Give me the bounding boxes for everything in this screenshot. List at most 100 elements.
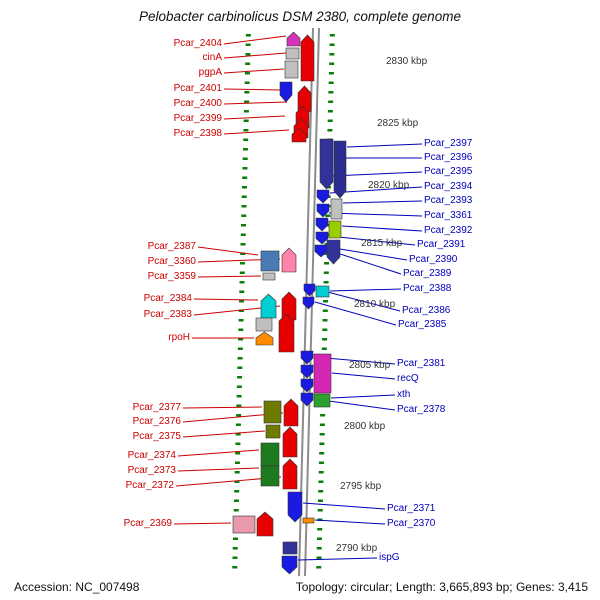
gene-label-pcar_2374[interactable]: Pcar_2374 bbox=[127, 450, 176, 461]
gene-label-pcar_2396[interactable]: Pcar_2396 bbox=[424, 152, 473, 163]
gene-glyph-pcar-2390[interactable] bbox=[326, 239, 341, 265]
gene-label-pcar_2388[interactable]: Pcar_2388 bbox=[403, 283, 452, 294]
minor-tick bbox=[234, 461, 240, 464]
gene-glyph-pcar-2385[interactable] bbox=[302, 296, 315, 310]
gene-glyph-pcar-2397[interactable] bbox=[319, 138, 334, 190]
gene-label-cina[interactable]: cinA bbox=[202, 52, 222, 63]
gene-glyph-pcar-2378[interactable] bbox=[300, 392, 314, 407]
gene-label-pcar_2399[interactable]: Pcar_2399 bbox=[173, 113, 222, 124]
gene-label-pcar_2389[interactable]: Pcar_2389 bbox=[403, 268, 452, 279]
gene-label-pcar_2381[interactable]: Pcar_2381 bbox=[397, 358, 446, 369]
gene-glyph-pcar-2401[interactable] bbox=[297, 85, 312, 113]
gene-label-pcar_2395[interactable]: Pcar_2395 bbox=[424, 166, 473, 177]
gene-glyph-pcar-3360[interactable] bbox=[281, 247, 297, 273]
gene-glyph-pcar-2374[interactable] bbox=[260, 442, 280, 467]
gene-glyph-pcar-2381[interactable] bbox=[300, 350, 314, 365]
gene-label-pcar_2384[interactable]: Pcar_2384 bbox=[143, 293, 192, 304]
gene-glyph-rpoh[interactable] bbox=[255, 331, 274, 346]
leader-line bbox=[197, 275, 262, 278]
gene-label-pcar_2387[interactable]: Pcar_2387 bbox=[147, 241, 196, 252]
gene-glyph-pcar-2396[interactable] bbox=[333, 140, 347, 199]
gene-glyph-pcar-2386[interactable] bbox=[303, 283, 316, 297]
gene-label-pcar_2373[interactable]: Pcar_2373 bbox=[127, 465, 176, 476]
gene-glyph-gene[interactable] bbox=[279, 81, 293, 103]
gene-label-ispg[interactable]: ispG bbox=[379, 552, 400, 563]
gene-glyph-recq[interactable] bbox=[313, 353, 332, 394]
gene-label-pcar_2372[interactable]: Pcar_2372 bbox=[125, 480, 174, 491]
gene-glyph-pcar-2389[interactable] bbox=[314, 244, 328, 258]
gene-glyph-gene[interactable] bbox=[300, 378, 314, 393]
gene-glyph-pcar-2391[interactable] bbox=[315, 231, 329, 245]
gene-glyph-gene[interactable] bbox=[278, 313, 295, 353]
gene-glyph-pcar-2393[interactable] bbox=[330, 198, 343, 220]
gene-glyph-pcar-2375[interactable] bbox=[265, 424, 281, 439]
gene-glyph-pcar-2372[interactable] bbox=[282, 458, 298, 490]
gene-label-pcar_2377[interactable]: Pcar_2377 bbox=[132, 402, 181, 413]
gene-label-pcar_3359[interactable]: Pcar_3359 bbox=[147, 271, 196, 282]
gene-glyph-pcar-2398[interactable] bbox=[291, 127, 307, 143]
gene-glyph-pcar-2388[interactable] bbox=[315, 285, 330, 298]
gene-label-xth[interactable]: xth bbox=[397, 389, 411, 400]
gene-label-pcar_2404[interactable]: Pcar_2404 bbox=[173, 38, 222, 49]
gene-label-pcar_2375[interactable]: Pcar_2375 bbox=[132, 431, 181, 442]
gene-glyph-cina[interactable] bbox=[285, 47, 300, 60]
gene-label-pcar_2378[interactable]: Pcar_2378 bbox=[397, 404, 446, 415]
gene-label-pcar_2397[interactable]: Pcar_2397 bbox=[424, 138, 473, 149]
gene-glyph-pcar-3361[interactable] bbox=[315, 217, 329, 232]
gene-label-pcar_2385[interactable]: Pcar_2385 bbox=[398, 319, 447, 330]
gene-label-pcar_2391[interactable]: Pcar_2391 bbox=[417, 239, 466, 250]
gene-glyph-pcar-2392[interactable] bbox=[328, 220, 342, 239]
gene-glyph-gene[interactable] bbox=[300, 364, 314, 379]
gene-label-pcar_2371[interactable]: Pcar_2371 bbox=[387, 503, 436, 514]
gene-label-pcar_2369[interactable]: Pcar_2369 bbox=[123, 518, 172, 529]
gene-label-recq[interactable]: recQ bbox=[397, 373, 419, 384]
gene-glyph-pcar-2384[interactable] bbox=[260, 293, 277, 319]
gene-label-pcar_2398[interactable]: Pcar_2398 bbox=[173, 128, 222, 139]
gene-label-pcar_2390[interactable]: Pcar_2390 bbox=[409, 254, 458, 265]
gene-glyph-pgpa[interactable] bbox=[284, 60, 299, 79]
gene-label-pcar_2394[interactable]: Pcar_2394 bbox=[424, 181, 473, 192]
gene-label-pcar_2370[interactable]: Pcar_2370 bbox=[387, 518, 436, 529]
gene-glyph-pcar-2394[interactable] bbox=[316, 203, 330, 218]
gene-label-pcar_2386[interactable]: Pcar_2386 bbox=[402, 305, 451, 316]
gene-label-pcar_3361[interactable]: Pcar_3361 bbox=[424, 210, 473, 221]
gene-label-pgpa[interactable]: pgpA bbox=[198, 67, 222, 78]
leader-line bbox=[339, 248, 408, 261]
gene-glyph-pcar-2387[interactable] bbox=[260, 250, 280, 272]
gene-glyph-gene[interactable] bbox=[300, 34, 315, 82]
gene-label-pcar_2400[interactable]: Pcar_2400 bbox=[173, 98, 222, 109]
gene-label-pcar_2383[interactable]: Pcar_2383 bbox=[143, 309, 192, 320]
gene-glyph-pcar-2377[interactable] bbox=[263, 400, 282, 424]
gene-glyph-pcar-2395[interactable] bbox=[316, 189, 330, 204]
minor-tick bbox=[234, 471, 240, 474]
gene-label-pcar_2376[interactable]: Pcar_2376 bbox=[132, 416, 181, 427]
minor-tick bbox=[233, 499, 239, 502]
minor-tick bbox=[317, 518, 323, 521]
gene-label-pcar_2393[interactable]: Pcar_2393 bbox=[424, 195, 473, 206]
gene-glyph-gene[interactable] bbox=[282, 541, 298, 555]
gene-label-pcar_2392[interactable]: Pcar_2392 bbox=[424, 225, 473, 236]
gene-glyph-ispg[interactable] bbox=[281, 555, 298, 575]
minor-tick bbox=[232, 566, 238, 569]
leader-line bbox=[223, 68, 285, 74]
gene-glyph-pcar-2369[interactable] bbox=[232, 515, 256, 534]
gene-glyph-gene[interactable] bbox=[282, 426, 298, 458]
gene-glyph-pcar-3359[interactable] bbox=[262, 272, 276, 281]
leader-line bbox=[314, 301, 397, 326]
gene-label-pcar_2401[interactable]: Pcar_2401 bbox=[173, 83, 222, 94]
scale-label: 2795 kbp bbox=[340, 481, 382, 492]
gene-label-rpoh[interactable]: rpoH bbox=[168, 332, 190, 343]
gene-glyph-pcar-2383[interactable] bbox=[281, 291, 297, 321]
gene-glyph-pcar-2371[interactable] bbox=[287, 491, 303, 523]
minor-tick bbox=[240, 252, 246, 255]
accession-text: Accession: NC_007498 bbox=[14, 580, 140, 594]
gene-label-pcar_3360[interactable]: Pcar_3360 bbox=[147, 256, 196, 267]
minor-tick bbox=[239, 290, 245, 293]
gene-glyph-pcar-2376[interactable] bbox=[283, 398, 299, 427]
gene-glyph-pcar-2370[interactable] bbox=[302, 517, 315, 524]
gene-glyph-gene[interactable] bbox=[255, 317, 273, 332]
gene-glyph-pcar-2404[interactable] bbox=[286, 31, 301, 47]
gene-glyph-xth[interactable] bbox=[313, 393, 331, 408]
gene-glyph-pcar-2373[interactable] bbox=[260, 465, 280, 487]
gene-glyph-gene[interactable] bbox=[256, 511, 274, 537]
